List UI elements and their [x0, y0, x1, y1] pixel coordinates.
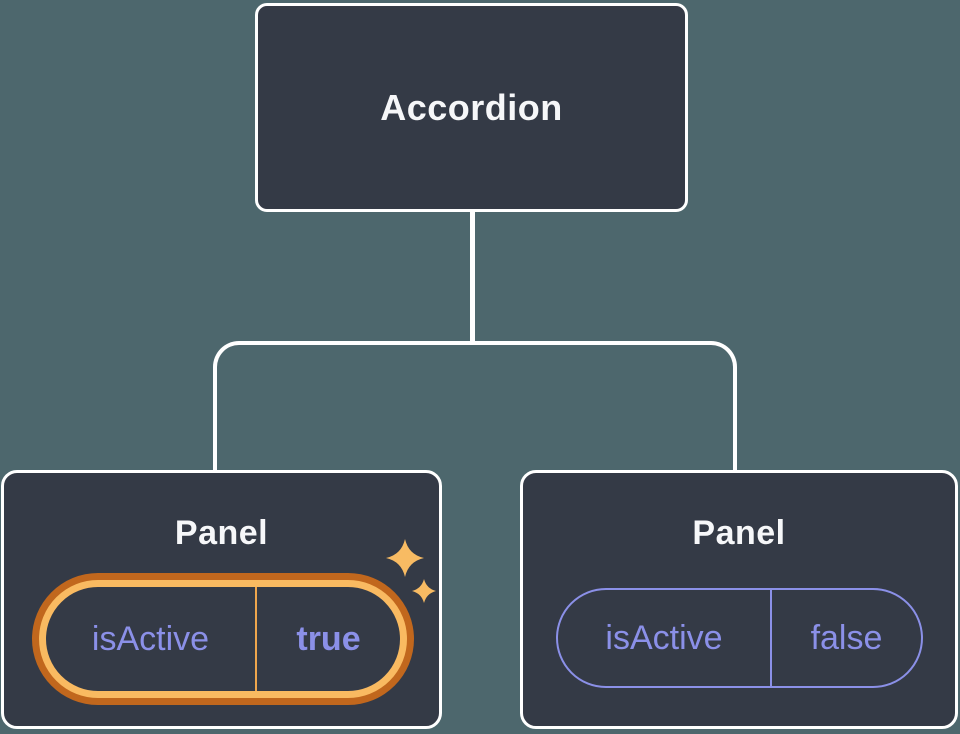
sparkle-icon [386, 539, 436, 603]
state-pill-inactive: isActive false [556, 588, 923, 688]
panel-node-active: Panel isActive true [1, 470, 442, 729]
prop-name: isActive [91, 619, 210, 658]
pill-divider [770, 590, 772, 686]
prop-value: true [296, 619, 361, 658]
pill-divider [255, 587, 257, 691]
accordion-label: Accordion [380, 86, 563, 128]
prop-value: false [810, 618, 883, 657]
state-pill-active: isActive true [39, 580, 407, 698]
connector-trunk-line [470, 210, 475, 343]
panel-node-inactive: Panel isActive false [520, 470, 958, 729]
panel-title: Panel [174, 514, 269, 552]
panel-title: Panel [692, 514, 786, 552]
prop-name: isActive [605, 618, 723, 657]
connector-bracket-line [213, 341, 737, 470]
accordion-node: Accordion [255, 3, 688, 212]
